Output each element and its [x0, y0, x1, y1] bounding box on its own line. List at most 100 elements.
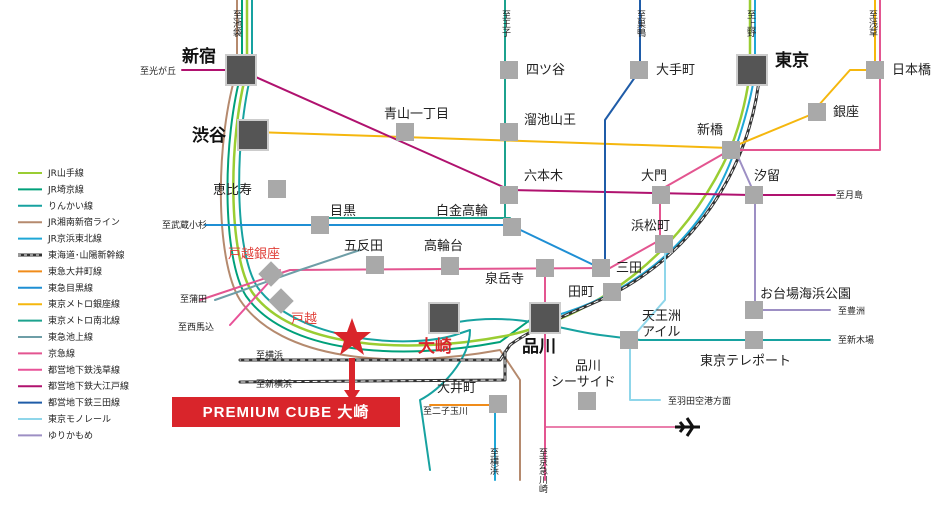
station-odaiba: お台場海浜公園 [760, 287, 851, 302]
shinjuku-box [225, 54, 257, 86]
dir-shinyokohama: 至新横浜 [256, 378, 292, 390]
line-asakusa [199, 0, 881, 301]
station-tamachi: 田町 [568, 285, 594, 300]
station-yotsuya: 四ツ谷 [526, 63, 565, 78]
legend-item: JR山手線 [18, 167, 84, 179]
station-telecom: 東京テレポート [700, 353, 791, 369]
tokyo-box [736, 54, 768, 86]
station-osaki: 大崎 [418, 336, 452, 357]
legend-label: 東急目黒線 [48, 282, 93, 294]
station-roppongi: 六本木 [524, 169, 563, 184]
station-togoshi-ginza: 戸越銀座 [228, 247, 280, 262]
dir-yokohama: 至横浜 [256, 349, 283, 361]
rail-lines [181, 0, 881, 481]
legend-item: 東急目黒線 [18, 282, 93, 294]
legend-item: 都営地下鉄大江戸線 [18, 380, 129, 392]
legend-label: JR山手線 [47, 167, 84, 179]
legend-label: 東急大井町線 [48, 265, 102, 277]
station-ebisu: 恵比寿 [213, 183, 252, 198]
legend-label: 京急線 [48, 347, 75, 359]
dir-yokohama-v: 至横浜 [488, 448, 499, 476]
legend-label: JR湘南新宿ライン [47, 216, 120, 228]
legend-item: 東急池上線 [18, 331, 93, 343]
star-icon [333, 318, 371, 355]
legend-item: 都営地下鉄三田線 [18, 397, 120, 409]
station-aoyama: 青山一丁目 [384, 107, 449, 122]
line-shonan-shinjuku [219, 0, 521, 481]
legend-label: JR京浜東北線 [47, 233, 102, 245]
station-shirokane: 白金高輪 [436, 203, 488, 219]
station-nihonbashi: 日本橋 [892, 63, 931, 78]
legend-label: JR埼京線 [47, 183, 84, 195]
station-otemachi: 大手町 [656, 63, 695, 78]
dir-haneda: 至羽田空港方面 [668, 395, 731, 407]
legend-item: ゆりかもめ [18, 430, 93, 441]
legend-label: 東京メトロ銀座線 [48, 298, 120, 310]
station-seaside-2: シーサイド [551, 375, 616, 390]
station-ginza: 銀座 [833, 105, 859, 120]
dir-toyosu: 至豊洲 [838, 305, 865, 317]
station-tameike: 溜池山王 [524, 113, 576, 128]
legend-label: ゆりかもめ [48, 430, 93, 441]
osaki-box [428, 302, 460, 334]
station-seaside-1: 品川 [575, 359, 601, 374]
station-tennozu-1: 天王洲 [642, 309, 681, 324]
dir-sugamo: 至巣鴨 [635, 10, 646, 38]
banner: PREMIUM CUBE 大崎 [172, 397, 400, 427]
line-shinkansen [238, 68, 762, 362]
dir-hikarigaoka: 至光が丘 [140, 65, 176, 77]
legend-label: 東海道･山陽新幹線 [48, 249, 125, 261]
legend-item: JR京浜東北線 [18, 233, 102, 245]
legend-label: 都営地下鉄浅草線 [48, 364, 120, 376]
line-ikegami [214, 249, 361, 301]
legend-item: 東京メトロ南北線 [18, 315, 120, 327]
station-togoshi: 戸越 [291, 312, 317, 327]
legend-label: 東急池上線 [48, 331, 93, 343]
dir-musashikosugi: 至武蔵小杉 [162, 219, 207, 231]
dir-keikyu-kawasaki: 至京急川崎 [537, 448, 548, 493]
station-tokyo: 東京 [775, 50, 809, 71]
airplane-icon [675, 417, 700, 437]
station-boxes [225, 54, 884, 413]
dir-asakusa: 至浅草 [867, 10, 878, 38]
building-marker [333, 318, 371, 402]
dir-tsukishima: 至月島 [836, 189, 863, 201]
legend-label: 都営地下鉄大江戸線 [48, 380, 129, 392]
dir-futakotamagawa: 至二子玉川 [423, 406, 468, 417]
station-shinagawa: 品川 [522, 337, 556, 357]
shinagawa-box [529, 302, 561, 334]
vertical-direction-labels: 至池袋 至王子 至巣鴨 至上野 至浅草 至横浜 至京急川崎 [231, 10, 878, 493]
station-labels: 新宿 渋谷 東京 大崎 品川 恵比寿 目黒 五反田 戸越銀座 戸越 青山一丁目 … [182, 46, 931, 396]
station-gotanda: 五反田 [344, 239, 383, 254]
dir-kamata: 至蒲田 [180, 293, 207, 305]
line-meguro [204, 224, 601, 269]
station-tennozu-2: アイル [642, 325, 680, 340]
station-oimachi: 大井町 [437, 381, 476, 396]
legend-item: JR埼京線 [18, 183, 84, 195]
line-ginza [253, 0, 876, 149]
legend-label: 東京メトロ南北線 [48, 315, 120, 327]
legend-item: JR湘南新宿ライン [18, 216, 120, 228]
direction-labels: 至光が丘 至月島 至武蔵小杉 至蒲田 至西馬込 至横浜 至新横浜 至豊洲 至新木… [140, 65, 874, 417]
station-shibuya: 渋谷 [192, 125, 227, 146]
shibuya-box [237, 119, 269, 151]
station-shiodome: 汐留 [754, 168, 780, 184]
dir-shinkiba: 至新木場 [838, 334, 874, 346]
legend-item: 京急線 [18, 347, 75, 359]
line-saikyo [226, 0, 531, 353]
station-daimon: 大門 [641, 169, 667, 184]
legend-item: 東京モノレール [18, 413, 111, 425]
legend-item: りんかい線 [18, 200, 93, 212]
station-hamamatsucho: 浜松町 [631, 219, 670, 234]
legend-item: 東急大井町線 [18, 265, 102, 277]
legend-label: りんかい線 [48, 200, 93, 212]
legend-item: 東海道･山陽新幹線 [18, 249, 125, 261]
line-yurikamome [734, 149, 831, 311]
legend-label: 都営地下鉄三田線 [48, 397, 120, 409]
legend-label: 東京モノレール [48, 413, 111, 425]
station-shinjuku: 新宿 [182, 46, 216, 67]
dir-nishimagome: 至西馬込 [178, 322, 214, 333]
legend-item: 都営地下鉄浅草線 [18, 364, 120, 376]
